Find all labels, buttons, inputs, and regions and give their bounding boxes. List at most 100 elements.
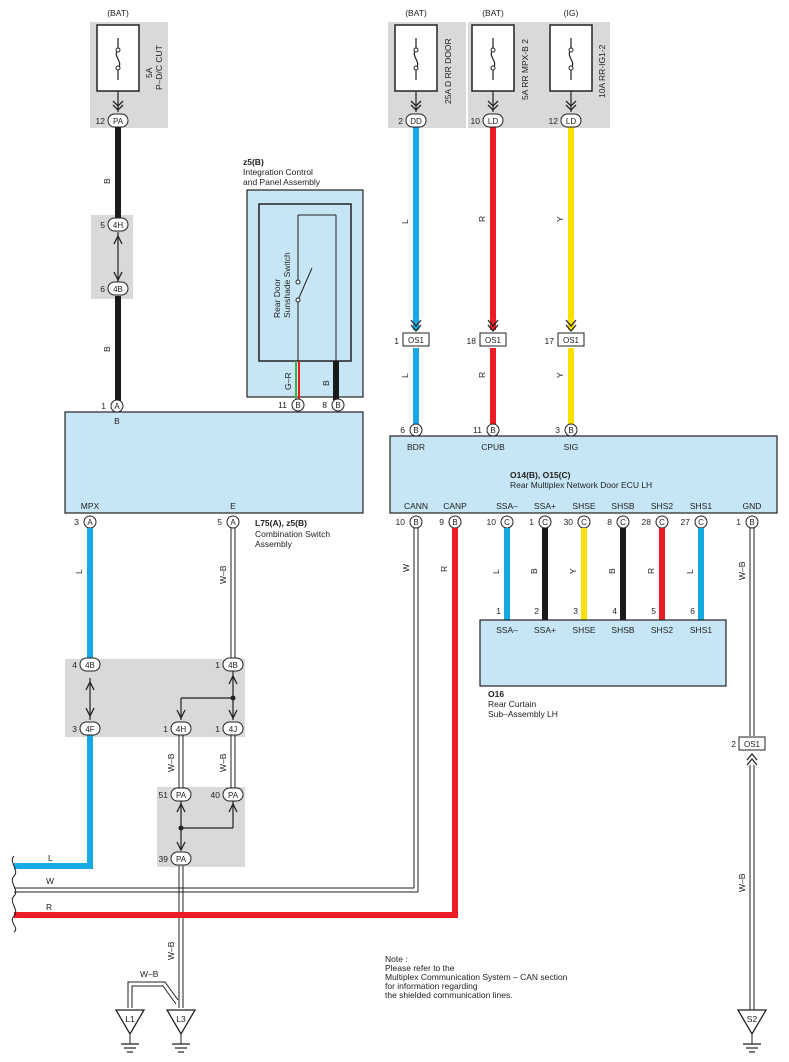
wire-cann: W W	[14, 528, 419, 893]
svg-text:8: 8	[322, 400, 327, 410]
svg-text:6: 6	[400, 425, 405, 435]
svg-text:OS1: OS1	[563, 336, 580, 345]
fuse-block-4: (IG) 10A RR-IG1-2	[546, 8, 610, 128]
svg-text:OS1: OS1	[744, 740, 761, 749]
wire-l-bdr: L L	[400, 126, 422, 424]
fuse-2-power: (BAT)	[405, 8, 427, 18]
svg-text:10: 10	[396, 517, 406, 527]
svg-text:4H: 4H	[176, 725, 186, 734]
svg-text:L: L	[74, 569, 84, 574]
wire-mpx: L L	[14, 528, 95, 869]
svg-text:18: 18	[467, 336, 477, 346]
svg-text:W–B: W–B	[737, 561, 747, 580]
svg-text:for information regarding: for information regarding	[385, 981, 478, 991]
wire-b-main: B B	[102, 126, 123, 401]
note: Note : Please refer to the Multiplex Com…	[385, 954, 568, 1000]
svg-text:A: A	[230, 518, 236, 527]
switch-label-1: Rear Door	[272, 279, 282, 318]
svg-text:B: B	[295, 401, 300, 410]
svg-text:4H: 4H	[113, 221, 123, 230]
svg-text:the shielded communication lin: the shielded communication lines.	[385, 990, 513, 1000]
svg-text:12: 12	[549, 116, 559, 126]
svg-text:1: 1	[496, 606, 501, 616]
fuse-4-label: 10A RR-IG1-2	[597, 44, 607, 98]
svg-text:1: 1	[529, 517, 534, 527]
svg-text:W: W	[401, 564, 411, 572]
svg-text:30: 30	[564, 517, 574, 527]
svg-text:27: 27	[681, 517, 691, 527]
svg-text:3: 3	[74, 517, 79, 527]
svg-text:17: 17	[545, 336, 555, 346]
svg-text:PA: PA	[176, 855, 187, 864]
wire-label-b3: B	[321, 380, 331, 386]
svg-text:40: 40	[211, 790, 221, 800]
svg-text:L: L	[491, 569, 501, 574]
svg-text:1: 1	[215, 660, 220, 670]
svg-text:L: L	[48, 853, 53, 863]
svg-text:5: 5	[651, 606, 656, 616]
svg-text:SHSE: SHSE	[572, 625, 595, 635]
wire-label-l1: L	[400, 219, 410, 224]
ecu-name: Rear Multiplex Network Door ECU LH	[510, 480, 652, 490]
svg-text:C: C	[620, 518, 626, 527]
svg-text:Sub–Assembly LH: Sub–Assembly LH	[488, 709, 558, 719]
svg-text:1: 1	[163, 724, 168, 734]
wire-r-cpub: R R	[477, 126, 499, 424]
combination-switch-assembly: 1 A B MPX E 3 A 5 A L75(A), z5(B) Combin…	[64, 399, 364, 549]
svg-text:Please refer to the: Please refer to the	[385, 963, 455, 973]
svg-text:SSA–: SSA–	[496, 625, 518, 635]
svg-text:39: 39	[159, 854, 169, 864]
wire-canp: R R	[14, 528, 458, 918]
fuse-block-3: (BAT) 5A RR MPX-B 2	[468, 8, 546, 128]
svg-text:PA: PA	[113, 117, 124, 126]
svg-text:2: 2	[398, 116, 403, 126]
wire-y-sig: Y Y	[555, 126, 577, 424]
combo-code: L75(A), z5(B)	[255, 518, 307, 528]
svg-text:4: 4	[72, 660, 77, 670]
svg-text:Assembly: Assembly	[255, 539, 293, 549]
svg-text:8: 8	[607, 517, 612, 527]
svg-text:B: B	[413, 426, 418, 435]
svg-text:C: C	[659, 518, 665, 527]
wire-e-wb: W–B W–B W–B W–B W–B	[127, 528, 238, 1008]
ground-s2: S2	[736, 1009, 768, 1053]
wire-label-r2: R	[477, 372, 487, 378]
svg-text:B: B	[568, 426, 573, 435]
switch-assy-name-2: and Panel Assembly	[243, 177, 321, 187]
fuse-2-label: 25A D RR DOOR	[443, 38, 453, 104]
svg-text:2: 2	[534, 606, 539, 616]
svg-text:LD: LD	[488, 117, 498, 126]
wire-label-y2: Y	[555, 372, 565, 378]
switch-label-2: Sunshade Switch	[282, 252, 292, 318]
svg-text:SSA–: SSA–	[496, 501, 518, 511]
svg-text:SSA+: SSA+	[534, 625, 556, 635]
svg-text:L1: L1	[125, 1014, 135, 1024]
svg-text:CANN: CANN	[404, 501, 428, 511]
svg-text:6: 6	[690, 606, 695, 616]
wire-label-r1: R	[477, 216, 487, 222]
svg-text:L3: L3	[176, 1014, 186, 1024]
svg-text:W–B: W–B	[737, 873, 747, 892]
svg-text:W: W	[46, 876, 54, 886]
svg-text:W–B: W–B	[166, 941, 176, 960]
svg-text:B: B	[749, 518, 754, 527]
svg-text:SHSB: SHSB	[611, 501, 634, 511]
svg-text:28: 28	[642, 517, 652, 527]
svg-text:SHS2: SHS2	[651, 501, 673, 511]
svg-text:OS1: OS1	[485, 336, 502, 345]
fuse-3-power: (BAT)	[482, 8, 504, 18]
switch-assy-name-1: Integration Control	[243, 167, 313, 177]
ecu-bottom-pins: CANN 10 B CANP 9 B SSA– 10 C SSA+ 1 C SH…	[396, 501, 761, 529]
svg-text:B: B	[490, 426, 495, 435]
junction-connectors: 12 PA 5 4H 6 4B 2 DD 10 LD 12 LD 1 OS1 1…	[72, 113, 585, 866]
svg-text:W–B: W–B	[166, 753, 176, 772]
svg-text:W–B: W–B	[218, 565, 228, 584]
svg-text:B: B	[335, 401, 340, 410]
svg-text:R: R	[46, 902, 52, 912]
integration-control-panel: z5(B) Integration Control and Panel Asse…	[243, 157, 364, 412]
svg-text:4J: 4J	[229, 725, 237, 734]
ground-l1: L1	[114, 1009, 146, 1053]
svg-text:4B: 4B	[85, 661, 95, 670]
svg-text:SHS1: SHS1	[690, 501, 712, 511]
